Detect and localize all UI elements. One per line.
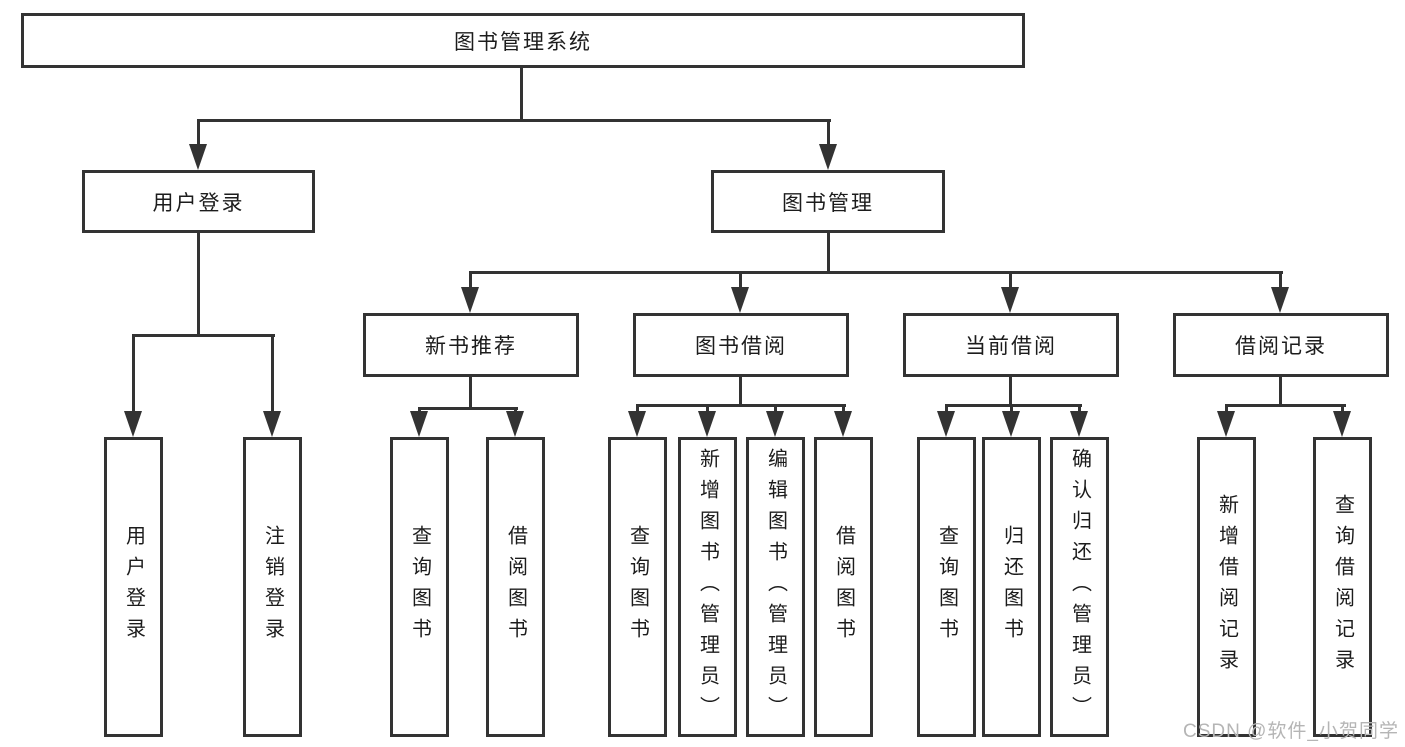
connector-segment bbox=[132, 334, 135, 414]
connector-segment bbox=[520, 67, 523, 121]
leaf-borrow-books-label: 借阅图书 bbox=[832, 525, 855, 649]
connector-segment bbox=[842, 404, 845, 414]
arrowhead-down-icon bbox=[1070, 411, 1088, 437]
leaf-query-borrow-record: 查询借阅记录 bbox=[1313, 437, 1372, 737]
arrowhead-down-icon bbox=[698, 411, 716, 437]
arrowhead-down-icon bbox=[1271, 287, 1289, 313]
node-borrowing-records: 借阅记录 bbox=[1173, 313, 1389, 377]
connector-segment bbox=[945, 404, 1082, 407]
node-borrowing-records-label: 借阅记录 bbox=[1235, 335, 1327, 358]
leaf-query-books-label: 查询图书 bbox=[935, 525, 958, 649]
connector-segment bbox=[1225, 404, 1228, 414]
leaf-borrow-books-label: 借阅图书 bbox=[504, 525, 527, 649]
node-new-book-recommendation-label: 新书推荐 bbox=[425, 335, 517, 358]
connector-segment bbox=[739, 271, 742, 291]
connector-segment bbox=[197, 119, 200, 149]
connector-segment bbox=[132, 334, 275, 337]
leaf-user-login-label: 用户登录 bbox=[122, 525, 145, 649]
leaf-edit-books-admin-label: 编辑图书（管理员） bbox=[764, 447, 787, 727]
node-book-borrowing: 图书借阅 bbox=[633, 313, 849, 377]
arrowhead-down-icon bbox=[937, 411, 955, 437]
leaf-confirm-return-admin: 确认归还（管理员） bbox=[1050, 437, 1109, 737]
node-user-login: 用户登录 bbox=[82, 170, 315, 233]
connector-segment bbox=[774, 404, 777, 414]
arrowhead-down-icon bbox=[506, 411, 524, 437]
arrowhead-down-icon bbox=[1333, 411, 1351, 437]
connector-segment bbox=[1009, 271, 1012, 291]
arrowhead-down-icon bbox=[834, 411, 852, 437]
leaf-add-borrow-record: 新增借阅记录 bbox=[1197, 437, 1256, 737]
leaf-borrow-books: 借阅图书 bbox=[486, 437, 545, 737]
connector-segment bbox=[1225, 404, 1346, 407]
connector-segment bbox=[197, 119, 831, 122]
node-user-login-label: 用户登录 bbox=[152, 191, 245, 215]
node-book-management: 图书管理 bbox=[711, 170, 945, 233]
connector-segment bbox=[945, 404, 948, 414]
arrowhead-down-icon bbox=[124, 411, 142, 437]
node-root-label: 图书管理系统 bbox=[454, 30, 592, 54]
leaf-query-borrow-record-label: 查询借阅记录 bbox=[1331, 494, 1354, 680]
leaf-add-books-admin: 新增图书（管理员） bbox=[678, 437, 737, 737]
arrowhead-down-icon bbox=[410, 411, 428, 437]
leaf-edit-books-admin: 编辑图书（管理员） bbox=[746, 437, 805, 737]
arrowhead-down-icon bbox=[1002, 411, 1020, 437]
leaf-user-login: 用户登录 bbox=[104, 437, 163, 737]
leaf-return-books-label: 归还图书 bbox=[1000, 525, 1023, 649]
connector-segment bbox=[827, 233, 830, 274]
arrowhead-down-icon bbox=[628, 411, 646, 437]
leaf-add-books-admin-label: 新增图书（管理员） bbox=[696, 447, 719, 727]
connector-segment bbox=[636, 404, 639, 414]
connector-segment bbox=[469, 271, 1283, 274]
arrowhead-down-icon bbox=[461, 287, 479, 313]
connector-segment bbox=[197, 233, 200, 337]
node-root-book-management-system: 图书管理系统 bbox=[21, 13, 1025, 68]
leaf-borrow-books: 借阅图书 bbox=[814, 437, 873, 737]
leaf-add-borrow-record-label: 新增借阅记录 bbox=[1215, 494, 1238, 680]
connector-segment bbox=[1341, 404, 1344, 414]
connector-segment bbox=[636, 404, 846, 407]
leaf-logout-label: 注销登录 bbox=[261, 525, 284, 649]
leaf-query-books: 查询图书 bbox=[917, 437, 976, 737]
arrowhead-down-icon bbox=[263, 411, 281, 437]
node-book-borrowing-label: 图书借阅 bbox=[695, 335, 787, 358]
connector-segment bbox=[1279, 271, 1282, 291]
leaf-query-books-label: 查询图书 bbox=[408, 525, 431, 649]
leaf-return-books: 归还图书 bbox=[982, 437, 1041, 737]
arrowhead-down-icon bbox=[1001, 287, 1019, 313]
connector-segment bbox=[469, 377, 472, 410]
connector-segment bbox=[1009, 377, 1012, 407]
connector-segment bbox=[1010, 404, 1013, 414]
leaf-logout: 注销登录 bbox=[243, 437, 302, 737]
leaf-confirm-return-admin-label: 确认归还（管理员） bbox=[1068, 447, 1091, 727]
arrowhead-down-icon bbox=[1217, 411, 1235, 437]
arrowhead-down-icon bbox=[766, 411, 784, 437]
connector-segment bbox=[706, 404, 709, 414]
csdn-watermark: CSDN @软件_小贺同学 bbox=[1183, 721, 1399, 742]
connector-segment bbox=[271, 334, 274, 414]
connector-segment bbox=[1279, 377, 1282, 407]
connector-segment bbox=[418, 407, 518, 410]
leaf-query-books-label: 查询图书 bbox=[626, 525, 649, 649]
leaf-query-books: 查询图书 bbox=[390, 437, 449, 737]
connector-segment bbox=[1078, 404, 1081, 414]
connector-segment bbox=[469, 271, 472, 291]
arrowhead-down-icon bbox=[731, 287, 749, 313]
arrowhead-down-icon bbox=[189, 144, 207, 170]
connector-segment bbox=[739, 377, 742, 407]
node-book-management-label: 图书管理 bbox=[782, 191, 874, 215]
arrowhead-down-icon bbox=[819, 144, 837, 170]
connector-segment bbox=[827, 119, 830, 149]
leaf-query-books: 查询图书 bbox=[608, 437, 667, 737]
node-current-borrowing-label: 当前借阅 bbox=[965, 335, 1057, 358]
node-new-book-recommendation: 新书推荐 bbox=[363, 313, 579, 377]
node-current-borrowing: 当前借阅 bbox=[903, 313, 1119, 377]
